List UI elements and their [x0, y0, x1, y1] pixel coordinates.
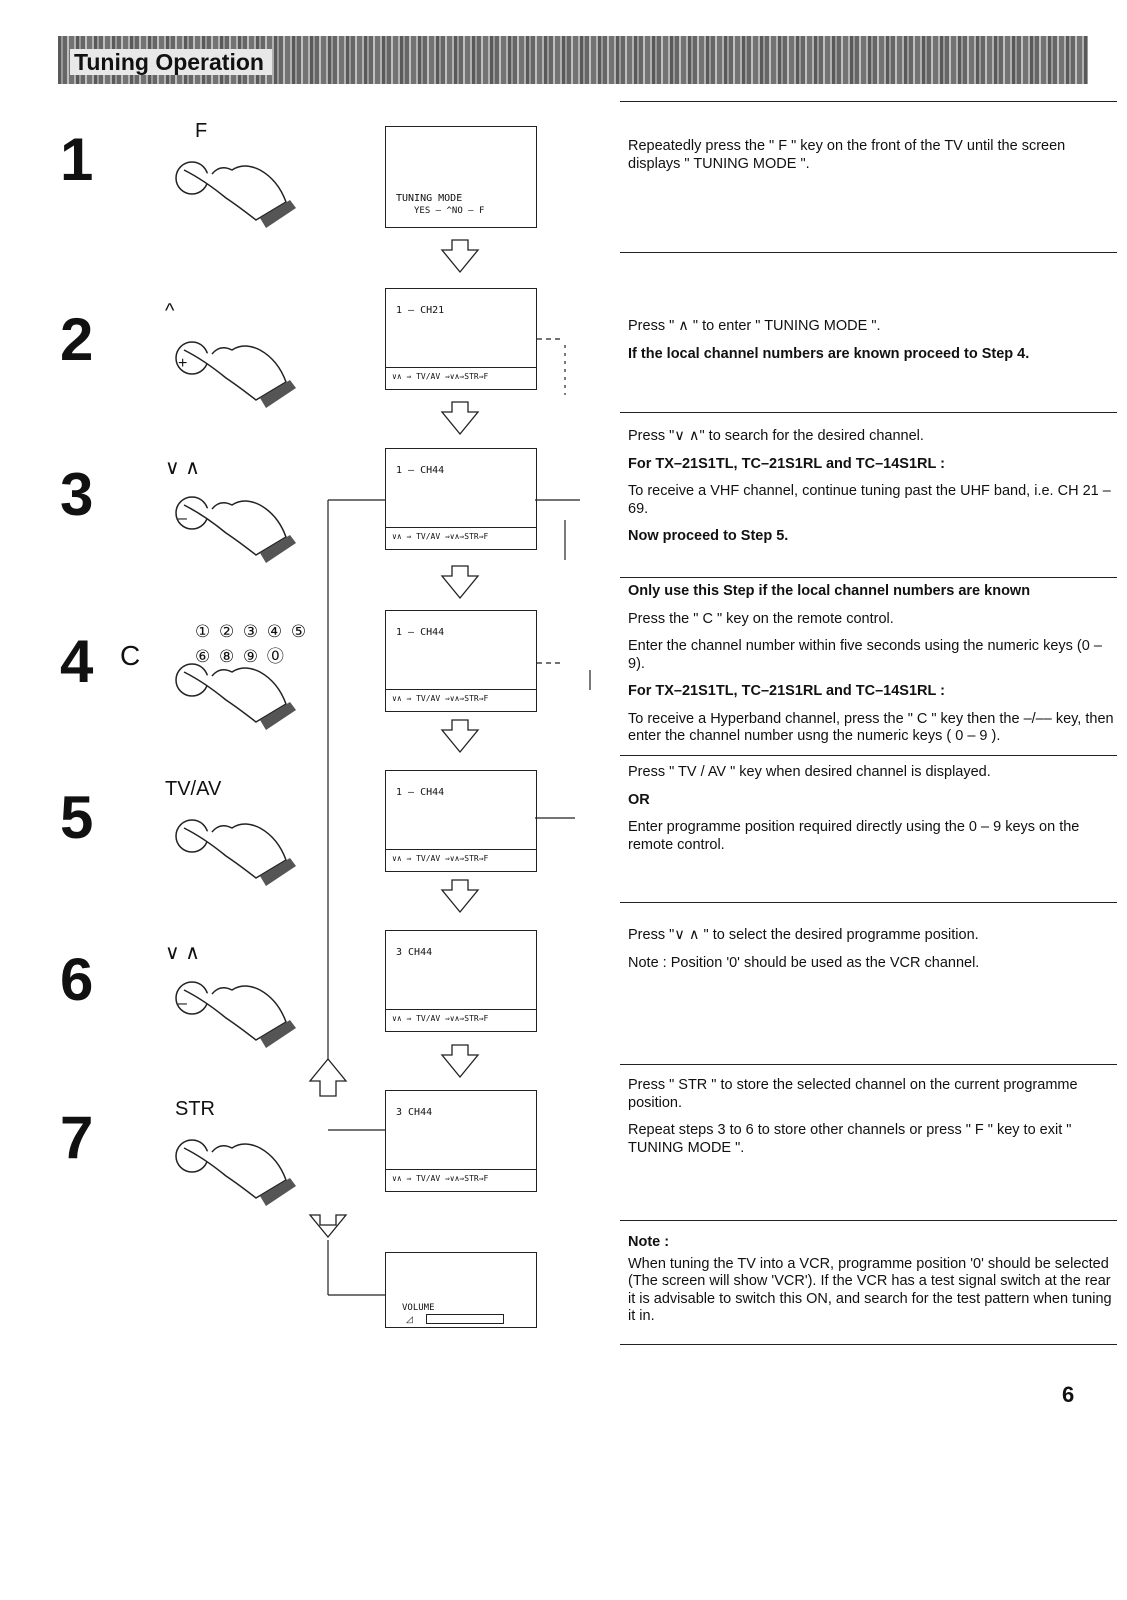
key-sub-label: –	[178, 995, 187, 1012]
key-label: ∨ ∧	[165, 942, 200, 964]
step-number: 5	[60, 784, 94, 851]
screen-line-2: ∨∧ ⇒ TV/AV ⇒∨∧⇒STR⇒F	[392, 694, 489, 703]
screen-line-2: ∨∧ ⇒ TV/AV ⇒∨∧⇒STR⇒F	[392, 1014, 489, 1023]
key-label: F	[195, 120, 208, 142]
down-arrow-icon	[440, 1044, 480, 1079]
screen-line-2: ∨∧ ⇒ TV/AV ⇒∨∧⇒STR⇒F	[392, 532, 489, 541]
instruction-text: Note : Position '0' should be used as th…	[628, 954, 980, 971]
screen-line-1: 3 CH44	[396, 947, 433, 958]
key-label: ^	[165, 300, 175, 322]
instruction-text: For TX–21S1TL, TC–21S1RL and TC–14S1RL :	[628, 455, 945, 472]
note-block: Note : When tuning the TV into a VCR, pr…	[628, 1234, 1118, 1336]
screen-line-1: TUNING MODE	[396, 193, 463, 204]
instruction-text: To receive a VHF channel, continue tunin…	[628, 483, 1111, 517]
tv-screen: 3 CH44 ∨∧ ⇒ TV/AV ⇒∨∧⇒STR⇒F	[385, 930, 537, 1032]
divider	[620, 101, 1117, 103]
key-sub-label: –	[178, 510, 187, 527]
step-instructions: Repeatedly press the " F " key on the fr…	[628, 138, 1118, 183]
step-instructions: Press "∨ ∧ " to select the desired progr…	[628, 927, 1118, 982]
hand-pressing-icon	[175, 496, 296, 563]
key-label: STR	[175, 1098, 215, 1120]
step-number: 3	[60, 461, 94, 528]
down-arrow-icon	[440, 565, 480, 600]
up-arrow-icon	[308, 1057, 348, 1097]
screen-line-2: ∨∧ ⇒ TV/AV ⇒∨∧⇒STR⇒F	[392, 1174, 489, 1183]
hand-pressing-icon	[175, 1139, 296, 1206]
tv-screen: 3 CH44 ∨∧ ⇒ TV/AV ⇒∨∧⇒STR⇒F	[385, 1090, 537, 1192]
key-sub-label: C	[120, 640, 141, 671]
step-number: 1	[60, 126, 94, 193]
step-instructions: Only use this Step if the local channel …	[628, 583, 1118, 756]
step-number: 6	[60, 946, 94, 1013]
instruction-text: If the local channel numbers are known p…	[628, 345, 1030, 362]
down-arrow-icon	[440, 879, 480, 914]
tv-screen: 1 – CH21 ∨∧ ⇒ TV/AV ⇒∨∧⇒STR⇒F	[385, 288, 537, 390]
instruction-text: Press " ∧ " to enter " TUNING MODE ".	[628, 318, 881, 334]
divider	[620, 252, 1117, 254]
instruction-text: Now proceed to Step 5.	[628, 528, 789, 544]
tv-screen: TUNING MODE YES – ^NO – F	[385, 126, 537, 228]
instruction-text: Enter programme position required direct…	[628, 819, 1080, 853]
step-instructions: Press " STR " to store the selected chan…	[628, 1077, 1118, 1167]
step-number: 7	[60, 1104, 94, 1171]
down-arrow-icon	[440, 401, 480, 436]
down-arrow-icon	[308, 1214, 348, 1239]
step-number: 2	[60, 306, 94, 373]
divider	[620, 412, 1117, 414]
instruction-text: Press " TV / AV " key when desired chann…	[628, 764, 991, 780]
instruction-text: Press "∨ ∧ " to select the desired progr…	[628, 927, 979, 943]
hand-pressing-icon	[175, 663, 296, 730]
step-instructions: Press " ∧ " to enter " TUNING MODE ". If …	[628, 318, 1118, 373]
tv-screen: 1 – CH44 ∨∧ ⇒ TV/AV ⇒∨∧⇒STR⇒F	[385, 610, 537, 712]
speaker-icon: ◿	[406, 1314, 413, 1324]
hand-pressing-icon	[175, 161, 296, 228]
divider	[620, 755, 1117, 757]
divider	[620, 577, 1117, 579]
key-label: ① ② ③ ④ ⑤ ⑥ ⑧ ⑨ ⓪	[195, 622, 309, 666]
instruction-text: To receive a Hyperband channel, press th…	[628, 710, 1114, 745]
hand-pressing-icon	[175, 341, 296, 408]
instruction-text: For TX–21S1TL, TC–21S1RL and TC–14S1RL :	[628, 683, 945, 699]
key-sub-label: +	[178, 355, 188, 372]
key-label: ∨ ∧	[165, 457, 200, 479]
volume-bar	[426, 1314, 504, 1324]
instruction-text: Enter the channel number within five sec…	[628, 638, 1102, 672]
note-title: Note :	[628, 1234, 670, 1250]
hand-pressing-icon	[175, 819, 296, 886]
instruction-text: Press " STR " to store the selected chan…	[628, 1077, 1078, 1111]
step-instructions: Press " TV / AV " key when desired chann…	[628, 764, 1118, 864]
screen-line-1: 1 – CH44	[396, 465, 445, 476]
volume-screen: VOLUME ◿	[385, 1252, 537, 1328]
divider	[620, 1220, 1117, 1222]
tv-screen: 1 – CH44 ∨∧ ⇒ TV/AV ⇒∨∧⇒STR⇒F	[385, 448, 537, 550]
divider	[620, 1064, 1117, 1066]
page-number: 6	[1062, 1382, 1075, 1407]
instruction-text: Repeat steps 3 to 6 to store other chann…	[628, 1122, 1072, 1156]
instruction-text: Press "∨ ∧" to search for the desired ch…	[628, 428, 924, 444]
screen-line-1: 3 CH44	[396, 1107, 433, 1118]
page-title: Tuning Operation	[70, 49, 272, 75]
hand-pressing-icon	[175, 981, 296, 1048]
screen-line-2: YES – ^NO – F	[414, 206, 485, 216]
screen-line-1: 1 – CH21	[396, 305, 445, 316]
instruction-text: Press the " C " key on the remote contro…	[628, 610, 894, 627]
tv-screen: 1 – CH44 ∨∧ ⇒ TV/AV ⇒∨∧⇒STR⇒F	[385, 770, 537, 872]
step-number: 4	[60, 628, 94, 695]
instruction-text: OR	[628, 791, 650, 808]
note-text: When tuning the TV into a VCR, programme…	[628, 1255, 1112, 1325]
divider	[620, 902, 1117, 904]
down-arrow-icon	[440, 719, 480, 754]
key-label: TV/AV	[165, 778, 222, 800]
down-arrow-icon	[440, 239, 480, 274]
screen-line-1: 1 – CH44	[396, 627, 445, 638]
volume-label: VOLUME	[402, 1303, 435, 1313]
instruction-text: Repeatedly press the " F " key on the fr…	[628, 138, 1066, 172]
divider	[620, 1344, 1117, 1346]
step-instructions: Press "∨ ∧" to search for the desired ch…	[628, 428, 1118, 556]
screen-line-2: ∨∧ ⇒ TV/AV ⇒∨∧⇒STR⇒F	[392, 854, 489, 863]
instruction-text: Only use this Step if the local channel …	[628, 583, 1031, 599]
screen-line-1: 1 – CH44	[396, 787, 445, 798]
screen-line-2: ∨∧ ⇒ TV/AV ⇒∨∧⇒STR⇒F	[392, 372, 489, 381]
